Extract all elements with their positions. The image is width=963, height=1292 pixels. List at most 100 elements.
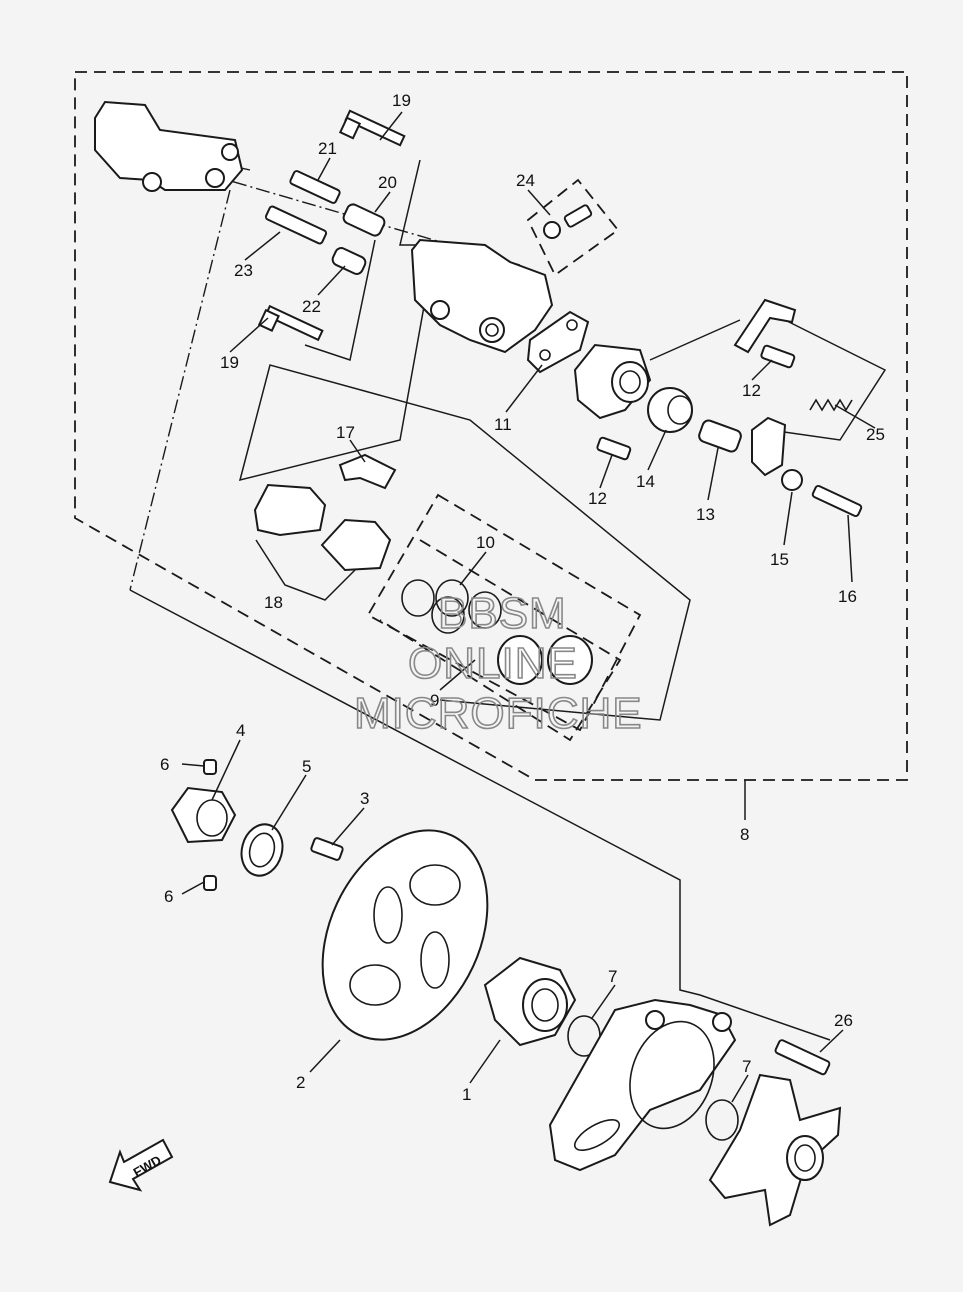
callout-1: 1 xyxy=(462,1085,471,1104)
callout-14: 14 xyxy=(636,472,655,491)
part-4-nut[interactable] xyxy=(170,786,237,844)
piston-kit-boundary xyxy=(379,539,622,742)
part-20-boot[interactable] xyxy=(342,202,387,237)
cable-bracket[interactable] xyxy=(733,298,797,354)
callout-20: 20 xyxy=(378,173,397,192)
caliper-body[interactable] xyxy=(410,238,554,354)
leader-17 xyxy=(349,439,366,463)
leader-14 xyxy=(647,429,667,471)
seal-kit-boundary xyxy=(366,493,642,732)
callout-13: 13 xyxy=(696,505,715,524)
leader-1 xyxy=(469,1039,501,1084)
part-6-set-screw-top[interactable] xyxy=(203,759,217,775)
sprocket-flange[interactable] xyxy=(708,1073,842,1227)
part-3-bolt[interactable] xyxy=(310,837,344,861)
part-14-collar[interactable] xyxy=(647,387,693,433)
leader-7-a xyxy=(591,984,616,1019)
watermark-line-1: BBSM xyxy=(438,589,567,638)
callout-22: 22 xyxy=(302,297,321,316)
part-24-bleed-screw[interactable] xyxy=(543,204,593,239)
watermark-line-2: ONLINE xyxy=(408,639,578,688)
callout-26: 26 xyxy=(834,1011,853,1030)
part-15-nut[interactable] xyxy=(781,469,803,491)
leader-18 xyxy=(255,539,356,601)
callout-4: 4 xyxy=(236,721,245,740)
centerline-1 xyxy=(129,189,231,591)
leader-2 xyxy=(309,1039,341,1073)
callout-23: 23 xyxy=(234,261,253,280)
leader-3 xyxy=(331,807,365,846)
callout-15: 15 xyxy=(770,550,789,569)
part-16-bolt[interactable] xyxy=(811,484,863,518)
callout-21: 21 xyxy=(318,139,337,158)
part-11-gasket[interactable] xyxy=(526,310,590,374)
part-12-bolt-upper[interactable] xyxy=(760,344,796,369)
part-13-adjuster[interactable] xyxy=(697,419,742,453)
callout-5: 5 xyxy=(302,757,311,776)
leader-16 xyxy=(847,514,853,583)
part-1-hub[interactable] xyxy=(483,956,577,1047)
part-7-o-ring-b[interactable] xyxy=(705,1099,739,1141)
part-22-boot[interactable] xyxy=(331,246,368,276)
callout-7-a: 7 xyxy=(608,967,617,986)
callout-6-bottom: 6 xyxy=(164,887,173,906)
leader-12-lower xyxy=(599,454,613,489)
part-18-brake-pad-a[interactable] xyxy=(253,483,327,537)
leader-10 xyxy=(459,551,487,586)
leader-23 xyxy=(244,231,281,261)
leader-19-lower xyxy=(229,317,269,353)
callout-6-top: 6 xyxy=(160,755,169,774)
leader-24 xyxy=(527,189,551,216)
axle-housing[interactable] xyxy=(548,998,737,1172)
callout-19-lower: 19 xyxy=(220,353,239,372)
part-19-pin-top[interactable] xyxy=(338,109,406,147)
part-18-brake-pad-b[interactable] xyxy=(320,518,392,572)
watermark: BBSM ONLINE MICROFICHE xyxy=(353,588,643,739)
leader-15 xyxy=(783,491,793,546)
leader-4 xyxy=(211,739,241,801)
watermark-line-3: MICROFICHE xyxy=(354,689,643,738)
callout-10: 10 xyxy=(476,533,495,552)
forward-direction-arrow: FWD xyxy=(108,1138,174,1192)
part-17-pad-spring[interactable] xyxy=(338,453,397,490)
leader-20 xyxy=(374,191,391,213)
leader-7-b xyxy=(731,1074,749,1103)
group-line-a xyxy=(129,589,831,1041)
leader-19-top xyxy=(379,111,403,141)
part-12-bolt-lower[interactable] xyxy=(596,436,632,461)
callout-12-lower: 12 xyxy=(588,489,607,508)
caliper-bracket[interactable] xyxy=(94,100,244,192)
part-23-bolt[interactable] xyxy=(264,205,328,245)
leader-6-top xyxy=(181,763,205,767)
leader-12-upper xyxy=(751,359,773,381)
callout-3: 3 xyxy=(360,789,369,808)
callout-8: 8 xyxy=(740,825,749,844)
callout-2: 2 xyxy=(296,1073,305,1092)
leader-11 xyxy=(505,364,543,413)
part-26-bolt[interactable] xyxy=(774,1039,831,1076)
callout-12-upper: 12 xyxy=(742,381,761,400)
callout-11: 11 xyxy=(494,415,512,434)
callout-25: 25 xyxy=(866,425,885,444)
part-5-washer[interactable] xyxy=(236,820,288,881)
brake-lever-plate[interactable] xyxy=(751,416,787,477)
part-21-bolt[interactable] xyxy=(289,170,341,204)
part-6-set-screw-bottom[interactable] xyxy=(203,875,217,891)
leader-25 xyxy=(834,404,876,429)
leader-5 xyxy=(271,774,307,831)
parking-brake-housing[interactable] xyxy=(573,343,652,420)
group-line-c xyxy=(304,239,376,361)
callout-18: 18 xyxy=(264,593,283,612)
leader-21 xyxy=(317,157,331,181)
part-9-pistons[interactable] xyxy=(497,635,593,685)
part-10-seals[interactable] xyxy=(401,579,502,634)
caliper-assembly-boundary xyxy=(74,71,908,781)
callout-17: 17 xyxy=(336,423,355,442)
part-2-brake-disc[interactable] xyxy=(291,804,520,1067)
bleed-screw-boundary xyxy=(526,178,620,277)
part-25-spring[interactable] xyxy=(809,398,853,412)
leader-9 xyxy=(439,659,476,691)
part-19-pin-lower[interactable] xyxy=(257,304,324,342)
